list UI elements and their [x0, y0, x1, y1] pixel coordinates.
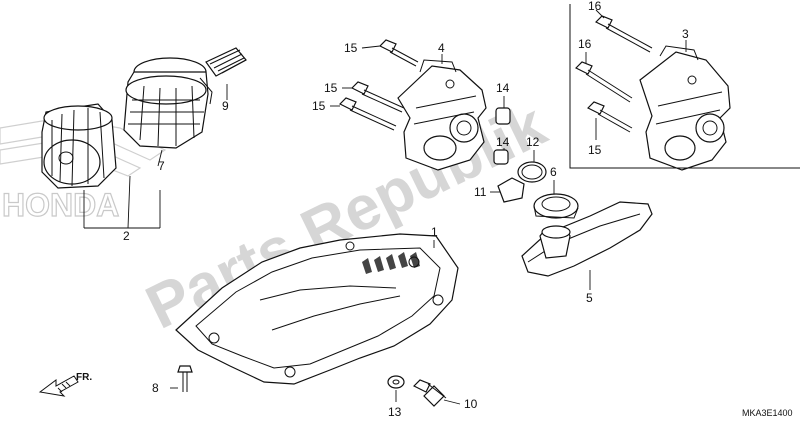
front-direction-marker: FR.: [38, 372, 92, 397]
front-direction-label: FR.: [76, 372, 92, 383]
callout-16-b: 16: [578, 37, 592, 51]
callout-5: 5: [586, 291, 593, 305]
oil-pump-4: [397, 59, 487, 171]
callout-14-lower: 14: [496, 135, 510, 149]
callout-2: 2: [123, 229, 130, 243]
callout-4: 4: [438, 41, 445, 55]
callout-6: 6: [550, 165, 557, 179]
oil-strainer: [521, 201, 653, 277]
callout-9: 9: [222, 99, 229, 113]
honda-brand-text: HONDA: [2, 187, 119, 223]
callout-10: 10: [464, 397, 478, 411]
callout-11: 11: [474, 185, 487, 199]
callout-16-a: 16: [588, 0, 602, 13]
oil-filter-front: [41, 103, 117, 189]
callout-8: 8: [152, 381, 159, 395]
dowel-pins: [493, 107, 511, 165]
callout-12: 12: [526, 135, 540, 149]
callout-13: 13: [388, 405, 402, 419]
leader-lines: [83, 9, 687, 405]
bolt-8: [177, 365, 193, 392]
oil-pump-3: [639, 45, 731, 171]
callout-15-d: 15: [588, 143, 602, 157]
front-arrow-icon: [38, 375, 79, 397]
drain-plug: [387, 375, 447, 407]
diagram-code: MKA3E1400: [742, 408, 793, 418]
callout-15-c: 15: [312, 99, 326, 113]
callout-7: 7: [158, 159, 165, 173]
stud-bolt: [205, 47, 247, 77]
bolts: [338, 15, 653, 133]
callout-14-upper: 14: [496, 81, 510, 95]
seals: [497, 161, 579, 219]
oil-filter-rear: [123, 57, 213, 149]
oil-pan: [175, 233, 459, 385]
assembly-box: [569, 4, 800, 169]
callout-15-a: 15: [344, 41, 358, 55]
callout-15-b: 15: [324, 81, 338, 95]
callout-3: 3: [682, 27, 689, 41]
callout-1: 1: [431, 225, 438, 239]
callouts: 1 2 3 4 5 6 7 8 9 10 11 12 13 14 14 15 1…: [123, 0, 689, 419]
